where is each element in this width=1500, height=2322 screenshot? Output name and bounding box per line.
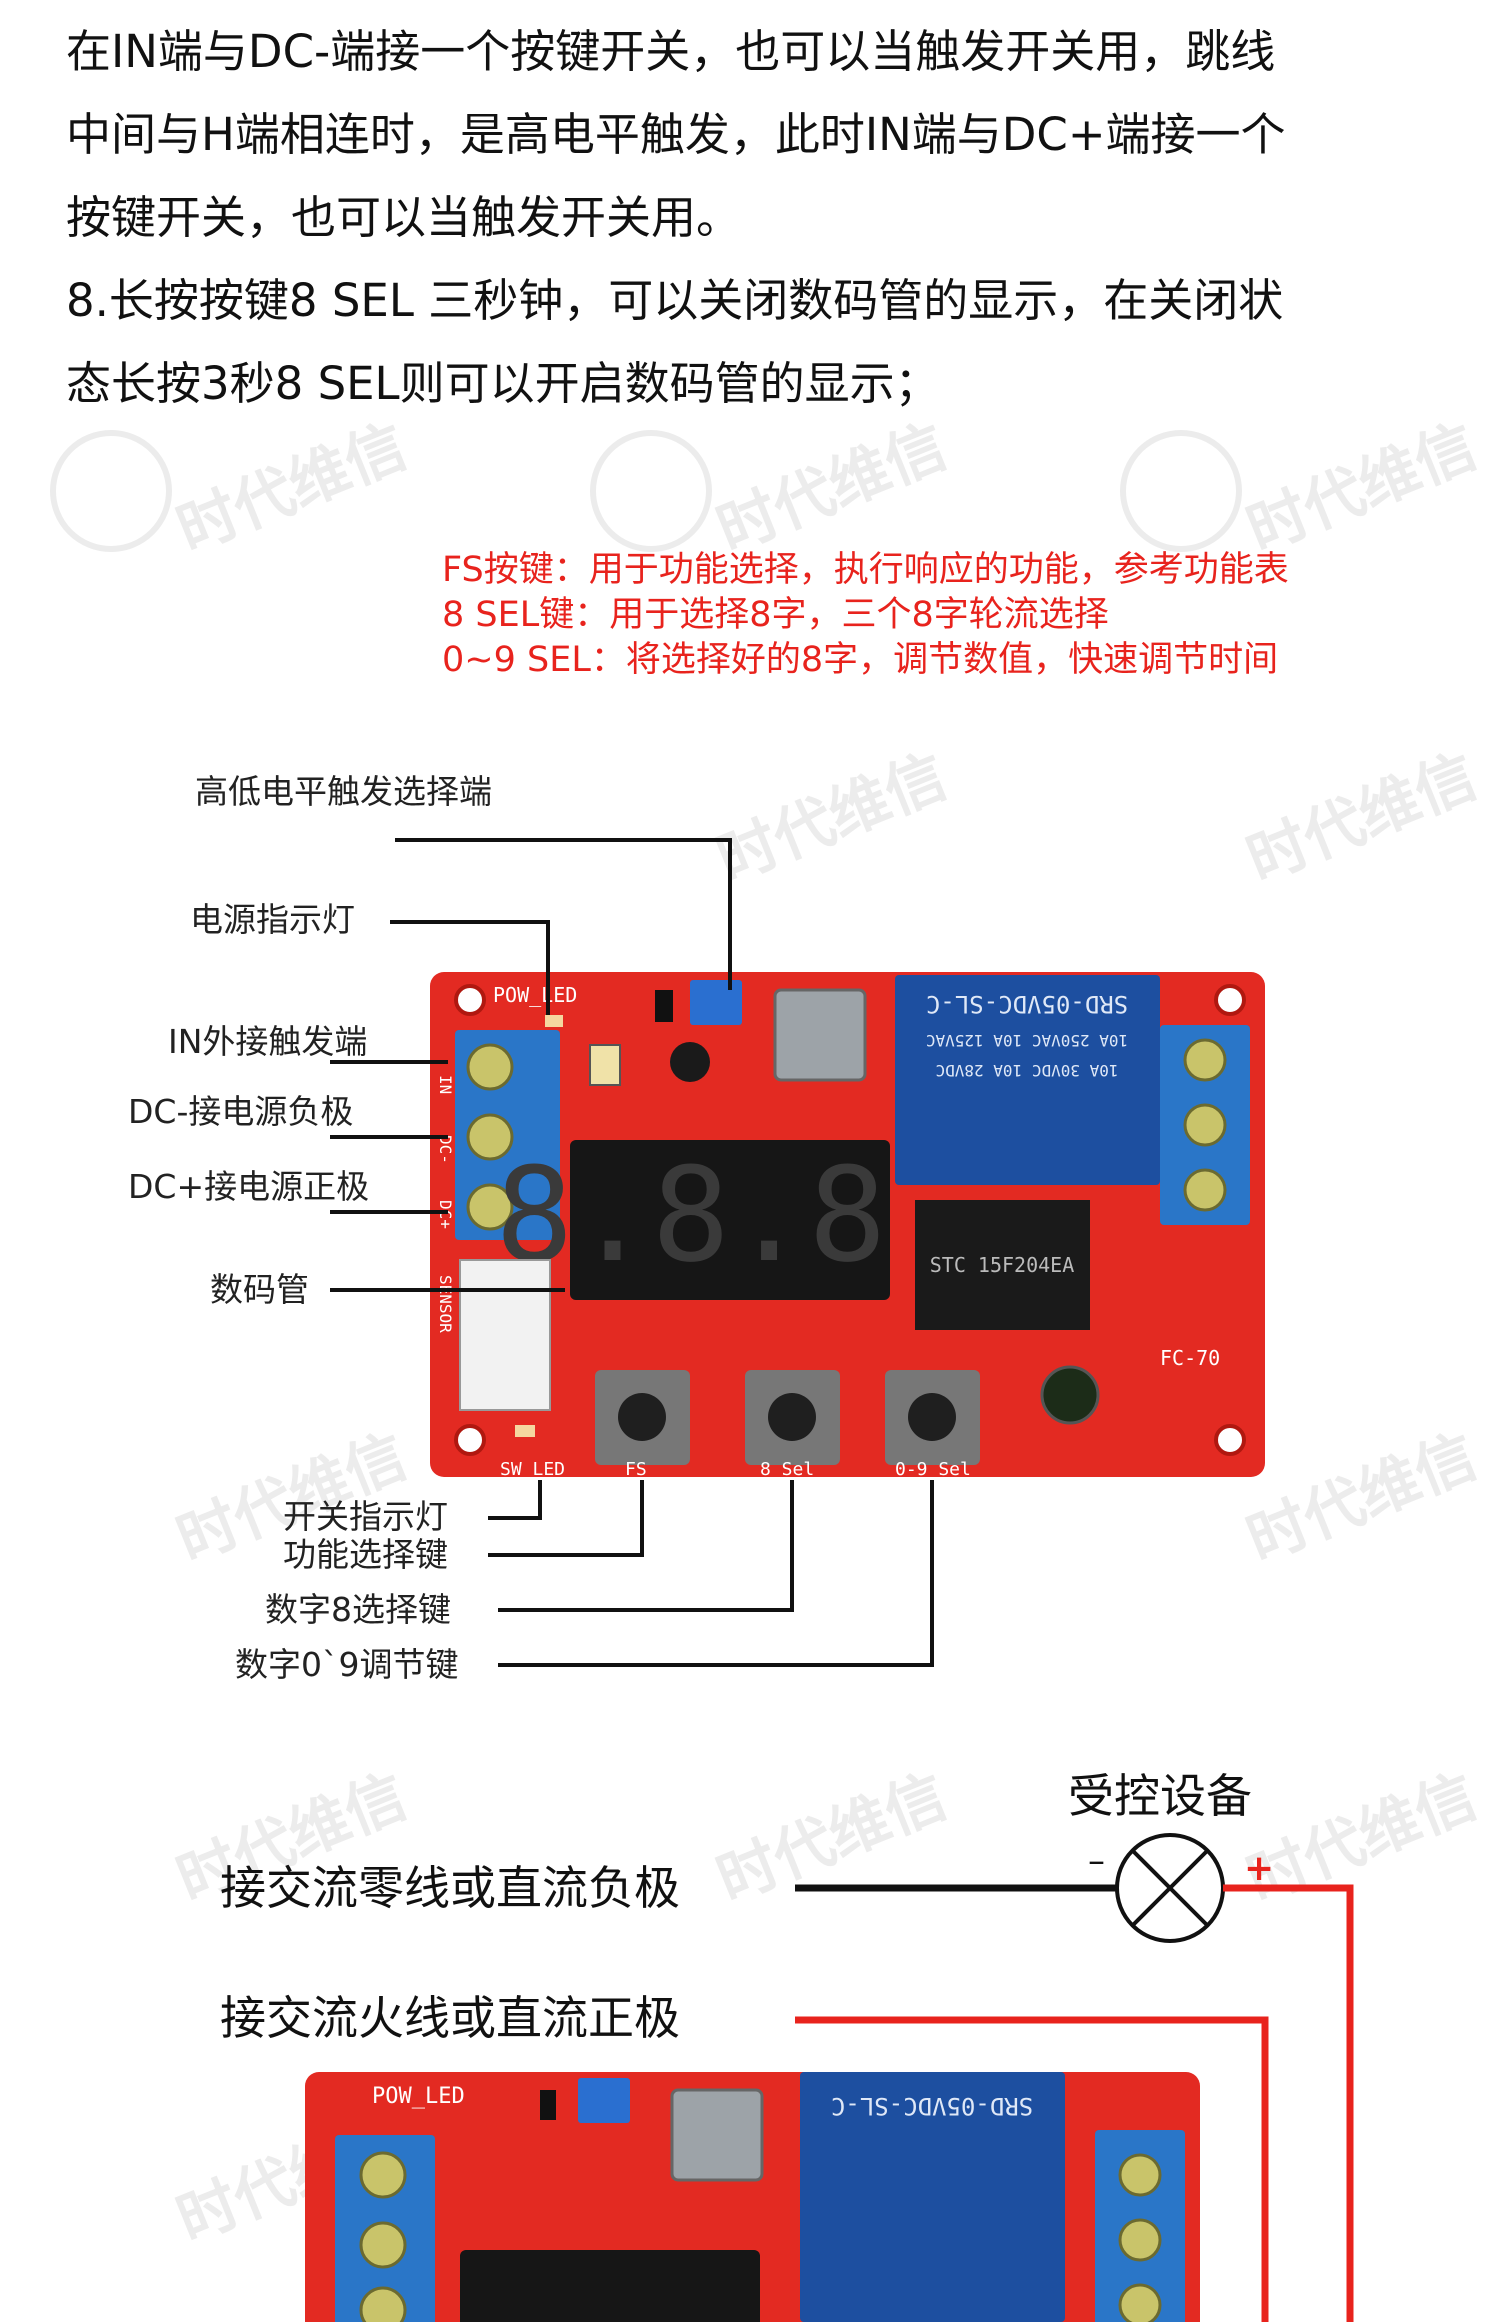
label-dc-neg: DC-接电源负极 [128, 1092, 354, 1131]
leader-09sel [498, 1480, 934, 1667]
sensor-label: SENSOR [436, 1275, 455, 1333]
label-switch-led: 开关指示灯 [283, 1497, 448, 1536]
leader-lines [330, 838, 934, 1667]
leader-power-led [390, 920, 550, 1015]
mount-hole [454, 984, 486, 1016]
label-display: 数码管 [210, 1270, 309, 1309]
terminal-screw [1183, 1038, 1227, 1082]
seven-segment-display-2 [460, 2250, 760, 2322]
chip-label: STC 15F204EA [930, 1253, 1075, 1277]
jumper-cap [690, 980, 742, 1025]
label-sel8-key: 数字8选择键 [265, 1590, 451, 1629]
load-wire [1223, 1884, 1354, 2322]
leader-trigger-select [395, 838, 732, 990]
pin-dcm-label: DC- [436, 1135, 455, 1164]
relay-model: SRD-05VDC-SL-C [926, 990, 1128, 1018]
sel09-button-cap [908, 1393, 956, 1441]
leader-switch-led [488, 1480, 542, 1520]
capacitor [1040, 1365, 1100, 1425]
board-model: FC-70 [1160, 1346, 1220, 1370]
key-legend: FS按键：用于功能选择，执行响应的功能，参考功能表 8 SEL键：用于选择8字，… [442, 548, 1289, 683]
watermark-logo-icon [590, 430, 712, 552]
label-adj-key: 数字0`9调节键 [235, 1645, 459, 1684]
watermark-logo-icon [50, 430, 172, 552]
pin-in-label: IN [436, 1075, 455, 1094]
legend-fs: FS按键：用于功能选择，执行响应的功能，参考功能表 [442, 550, 1289, 590]
terminal-screw [466, 1043, 514, 1091]
lamp-cross [1131, 1849, 1209, 1927]
terminal-screw [466, 1113, 514, 1161]
pcb-pow-led-label: POW_LED [493, 983, 577, 1007]
mount-hole [1214, 984, 1246, 1016]
seven-segment-display [570, 1140, 890, 1300]
relay-spec-2: 10A 30VDC 10A 28VDC [935, 1061, 1118, 1080]
terminal-screw [359, 2286, 407, 2322]
pcb-8sel-label: 8 Sel [760, 1459, 814, 1480]
relay-model-2: SRD-05VDC-SL-C [831, 2092, 1033, 2120]
intro-line: 在IN端与DC-端接一个按键开关，也可以当触发开关用，跳线 [66, 25, 1276, 78]
mount-hole [454, 1424, 486, 1456]
label-neutral: 接交流零线或直流负极 [220, 1861, 680, 1915]
switch-led [515, 1425, 535, 1437]
intro-line: 8.长按按键8 SEL 三秒钟，可以关闭数码管的显示，在关闭状 [66, 274, 1284, 327]
relay-2 [800, 2072, 1065, 2322]
terminal-screw [1118, 2283, 1162, 2322]
pcb-sw-led-label: SW_LED [500, 1459, 565, 1480]
pcb-pow-led-label-2: POW_LED [372, 2084, 465, 2109]
pin-dcp-label: DC+ [436, 1200, 455, 1229]
terminal-screw [466, 1183, 514, 1231]
legend-09sel: 0~9 SEL：将选择好的8字，调节数值，快速调节时间 [442, 640, 1279, 680]
terminal-screw [359, 2221, 407, 2269]
live-wire [795, 2016, 1269, 2322]
relay-switch-module-2 [670, 2088, 764, 2182]
wiring-diagram: – + POW_LED SRD-05VDC-SL-C [305, 1833, 1354, 2322]
intro-paragraph: 在IN端与DC-端接一个按键开关，也可以当触发开关用，跳线 中间与H端相连时，是… [66, 10, 1466, 425]
terminal-screw [1118, 2153, 1162, 2197]
terminal-screw [1118, 2218, 1162, 2262]
relay [895, 975, 1160, 1185]
label-live: 接交流火线或直流正极 [220, 1991, 680, 2045]
relay-switch-module [773, 988, 867, 1082]
sensor-header [459, 1259, 551, 1411]
label-trigger-select: 高低电平触发选择端 [195, 772, 492, 811]
label-in-trigger: IN外接触发端 [168, 1022, 368, 1061]
device-minus: – [1088, 1841, 1105, 1881]
relay-spec-1: 10A 250VAC 10A 125VAC [926, 1031, 1128, 1050]
display-digits: 8.8.8. [495, 1139, 965, 1291]
sel8-button-cap [768, 1393, 816, 1441]
leader-8sel [498, 1480, 794, 1612]
legend-8sel: 8 SEL键：用于选择8字，三个8字轮流选择 [442, 595, 1109, 635]
relay-board-main: POW_LED IN DC- DC+ 8.8.8. SRD-05VDC-SL-C… [430, 972, 1265, 1480]
intro-line: 态长按3秒8 SEL则可以开启数码管的显示； [66, 357, 940, 410]
terminal-screw [1183, 1168, 1227, 1212]
device-plus: + [1244, 1848, 1274, 1889]
jumper-header-2 [540, 2090, 556, 2120]
fs-button-cap [618, 1393, 666, 1441]
pcb-fs-label: FS [625, 1459, 647, 1480]
jumper-header [655, 990, 673, 1022]
watermark-logo-icon [1120, 430, 1242, 552]
jumper-cap-2 [578, 2078, 630, 2123]
optocoupler [589, 1044, 621, 1086]
intro-line: 按键开关，也可以当触发开关用。 [66, 191, 742, 244]
transistor [670, 1042, 710, 1082]
label-fs-key: 功能选择键 [283, 1535, 448, 1574]
mcu-chip [915, 1200, 1090, 1330]
mount-hole [1214, 1424, 1246, 1456]
leader-fs [488, 1480, 644, 1557]
power-led [545, 1015, 563, 1027]
pcb-09sel-label: 0-9 Sel [895, 1459, 971, 1480]
terminal-screw [1183, 1103, 1227, 1147]
label-power-led: 电源指示灯 [190, 900, 355, 939]
intro-line: 中间与H端相连时，是高电平触发，此时IN端与DC+端接一个 [66, 108, 1286, 161]
terminal-screw [359, 2151, 407, 2199]
label-controlled-device: 受控设备 [1068, 1769, 1252, 1823]
label-dc-pos: DC+接电源正极 [128, 1167, 370, 1206]
